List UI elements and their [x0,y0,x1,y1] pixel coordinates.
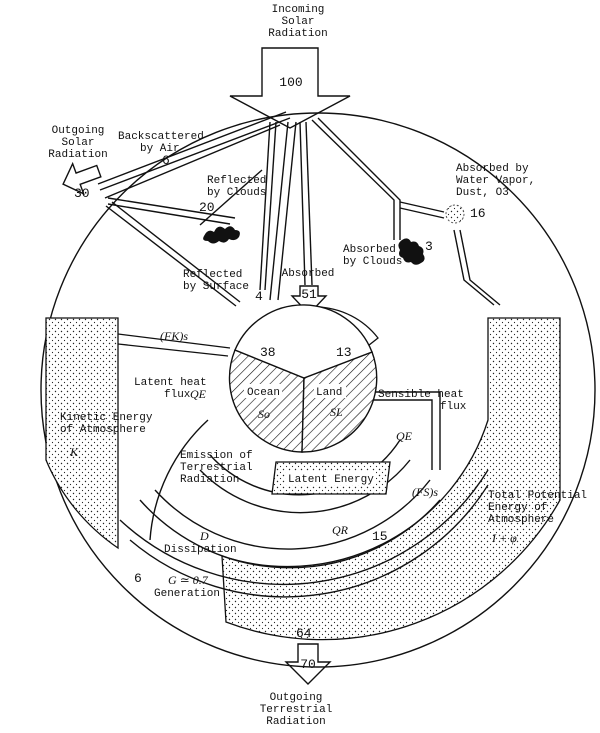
kinetic-energy-label-2: of Atmosphere [60,424,146,436]
vapor-dust-icon [445,204,465,224]
inner-arc-1 [149,419,209,541]
latent-heat-flux-label-2: flux [164,389,191,401]
kinetic-energy-label-1: Kinetic Energy [60,412,153,424]
emission-label-3: Radiation [180,474,239,486]
fs-label: (FS)s [412,485,438,499]
ocean-sector [228,349,305,453]
incoming-solar-value: 100 [279,75,302,90]
emission-label-1: Emission of [180,450,253,462]
absorbed-vapor-label-2: Water Vapor, [456,175,535,187]
absorbed-arrow [290,285,328,316]
absorbing-cloud-icon [398,238,425,265]
latent-energy-label-bg [286,471,376,485]
absorbed-label: Absorbed [282,268,335,280]
kinetic-energy-symbol: K [69,445,79,459]
land-in-value: 13 [336,345,352,360]
absorbed-clouds-label-1: Absorbed [343,244,396,256]
land-symbol: SL [330,405,343,419]
backscattered-value: 6 [162,153,170,168]
d-symbol: D [199,529,209,543]
sensible-heat-flux-label-2: flux [440,401,467,413]
total-potential-label-1: Total Potential [488,490,587,502]
total-potential-label-2: Energy of [488,502,547,514]
ocean-symbol: So [258,407,270,421]
outer-band-2 [129,484,489,598]
backscattered-label-1: Backscattered [118,131,204,143]
sensible-heat-flux-label-1: Sensible heat [378,389,464,401]
fk-flow-band-2 [117,343,229,357]
absorbed-vapor-label-3: Dust, O3 [456,187,509,199]
reflected-clouds-label-1: Reflected [207,175,266,187]
outgoing-terrestrial-label-3: Radiation [266,716,325,728]
backscattered-label-2: by Air [140,143,180,155]
g-value: G ≃ 0.7 [168,573,209,587]
land-label: Land [316,387,342,399]
outgoing-terrestrial-value: 70 [300,657,316,672]
ocean-label: Ocean [247,387,280,399]
absorbed-clouds-value: 3 [425,239,433,254]
outer-band-1 [119,469,489,586]
absorbed-value: 51 [301,287,317,302]
latent-heat-flux-label-1: Latent heat [134,377,207,389]
outgoing-terrestrial-label-1: Outgoing [270,692,323,704]
ocean-label-bg [244,384,282,398]
inner-arc-2 [139,499,441,569]
cloud-icon [203,226,240,244]
outgoing-solar-label-2: Solar [61,137,94,149]
fifteen-value: 15 [372,529,388,544]
latent-energy-label: Latent Energy [288,474,374,486]
total-potential-symbol: I + φ [491,531,517,545]
qe-right-label: QE [396,429,413,443]
incoming-solar-label-1: Incoming [272,4,325,16]
absorbed-clouds-label-2: by Clouds [343,256,402,268]
outgoing-terrestrial-arrow [284,643,332,685]
qr-label: QR [332,523,349,537]
generation-label: Generation [154,588,220,600]
total-potential-label-3: Atmosphere [488,514,554,526]
incoming-solar-label-2: Solar [281,16,314,28]
solar-ray-paths [97,111,501,307]
dissipation-label: Dissipation [164,544,237,556]
inner-arc-3 [154,479,431,550]
surface-disk [228,304,379,453]
ocean-in-value: 38 [260,345,276,360]
absorbed-vapor-value: 16 [470,206,486,221]
reflected-surface-value: 4 [255,289,263,304]
top-sector [234,304,373,379]
fk-label: (FK)s [160,329,188,343]
outgoing-terrestrial-label-2: Terrestrial [260,704,333,716]
outgoing-solar-label-3: Radiation [48,149,107,161]
outgoing-solar-arrow [62,161,102,196]
qe-left-label: QE [190,387,207,401]
incoming-solar-arrow [229,47,351,129]
reflected-surface-label-2: by Surface [183,281,249,293]
six-value: 6 [134,571,142,586]
kinetic-energy-region [45,317,119,550]
outgoing-solar-value: 30 [74,186,90,201]
reflected-clouds-value: 20 [199,200,215,215]
sensible-heat-path [370,391,441,470]
incoming-solar-label-3: Radiation [268,28,327,40]
land-label-bg [314,384,346,398]
reflected-surface-label-1: Reflected [183,269,242,281]
reflected-clouds-label-2: by Clouds [207,187,266,199]
sensible-heat-path-2 [370,399,433,470]
land-sector [301,351,378,453]
fk-flow-band [117,333,231,349]
emission-label-2: Terrestrial [180,462,253,474]
absorbed-vapor-label-1: Absorbed by [456,163,529,175]
sixtyfour-value: 64 [296,626,312,641]
outgoing-solar-label-1: Outgoing [52,125,105,137]
